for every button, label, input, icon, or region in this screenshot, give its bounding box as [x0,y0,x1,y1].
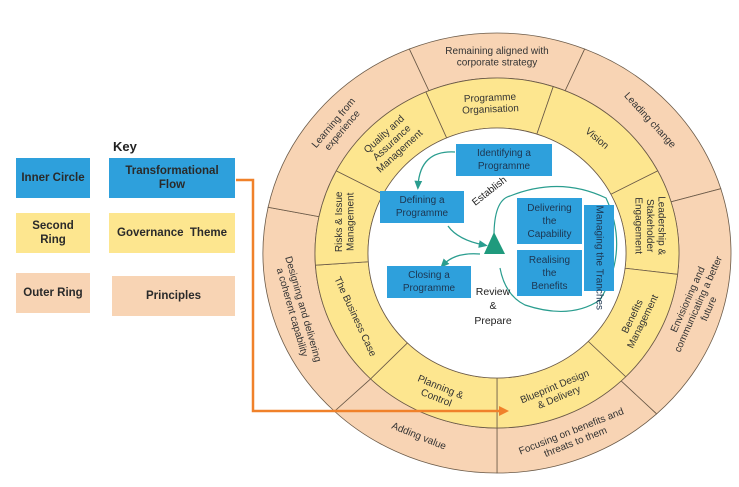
principle-label-line: corporate strategy [457,57,538,68]
managing-tranches-label: Managing the Tranches [593,205,605,310]
managing-tranches-box: Managing the Tranches [584,205,614,310]
arrow-identifying-to-defining [414,151,456,190]
key-flow-arrow [236,178,509,416]
arrow-review-to-closing [440,253,481,268]
key-outer-ring: Outer Ring [16,273,90,313]
key-governance-theme: Governance Theme [109,213,235,253]
theme-label-line: Leadership & [655,196,666,255]
key-second-ring: Second Ring [16,213,90,253]
identifying-programme-box: Identifying a Programme [456,144,552,176]
realising-benefits-box: Realising the Benefits [517,250,582,296]
establish-loop [493,185,618,313]
defining-programme-box: Defining a Programme [380,191,464,223]
theme-label-line: Programme [464,92,517,105]
theme-label-risks-issue: Risks & IssueManagement [334,191,357,252]
delivering-capability-box: Delivering the Capability [517,198,582,244]
closing-programme-box: Closing a Programme [387,266,471,298]
key-principles: Principles [112,276,235,316]
key-inner-circle: Inner Circle [16,158,90,198]
review-prepare-text: Review & Prepare [474,286,512,327]
theme-label-line: Management [346,192,357,251]
arrow-defining-to-review [447,225,488,248]
theme-label-line: Stakeholder [644,199,655,253]
theme-label-line: Organisation [462,103,519,116]
theme-label-programme-organisation: ProgrammeOrganisation [461,92,519,117]
principle-label-line: Remaining aligned with [445,46,548,57]
theme-label-line: Engagement [632,197,643,254]
theme-label-line: Risks & Issue [334,191,345,252]
review-prepare-label: Review & Prepare [470,271,516,328]
key-title: Key [113,139,137,154]
review-triangle-icon [484,232,505,254]
key-transformational-flow: Transformational Flow [109,158,235,198]
theme-label-leadership-stakeholder: Leadership &StakeholderEngagement [632,196,666,255]
